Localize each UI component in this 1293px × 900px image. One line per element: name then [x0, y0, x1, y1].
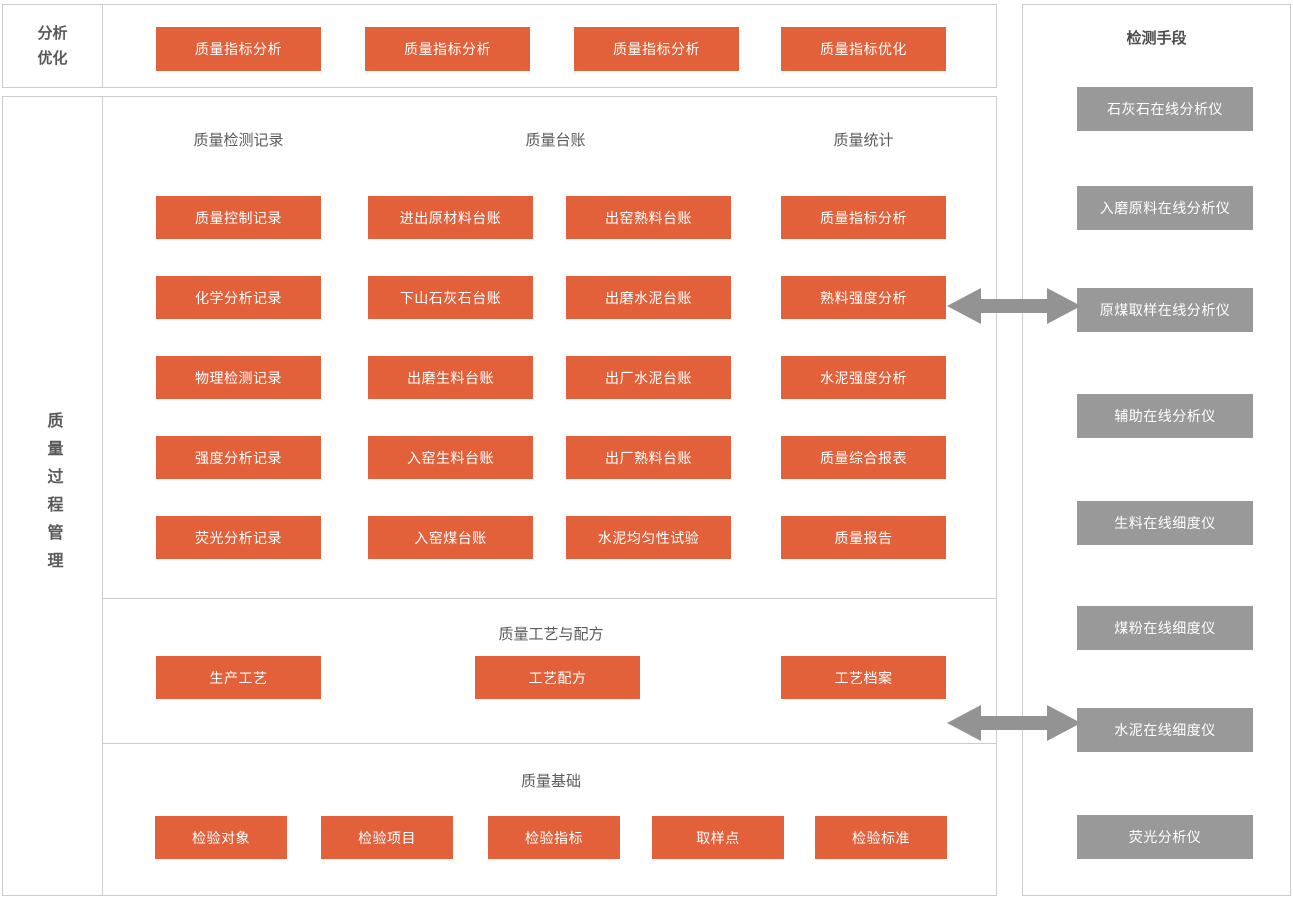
quality-process-management-label: 质量过程管理: [44, 412, 62, 580]
analysis-label-line1: 分析: [37, 25, 68, 42]
detector-box-2[interactable]: 入磨原料在线分析仪: [1077, 186, 1253, 230]
record-box-c4-r1[interactable]: 质量指标分析: [781, 196, 946, 239]
top-box-4[interactable]: 质量指标优化: [781, 27, 946, 71]
detector-box-1[interactable]: 石灰石在线分析仪: [1077, 87, 1253, 131]
top-box-1[interactable]: 质量指标分析: [156, 27, 321, 71]
detector-box-3[interactable]: 原煤取样在线分析仪: [1077, 288, 1253, 332]
record-box-c1-r5[interactable]: 荧光分析记录: [156, 516, 321, 559]
record-box-c3-r2[interactable]: 出磨水泥台账: [566, 276, 731, 319]
process-box-3[interactable]: 工艺档案: [781, 656, 946, 699]
basis-box-4[interactable]: 取样点: [652, 816, 784, 859]
record-box-c4-r3[interactable]: 水泥强度分析: [781, 356, 946, 399]
section-divider-process-basis: [102, 743, 996, 744]
record-box-c4-r2[interactable]: 熟料强度分析: [781, 276, 946, 319]
process-box-1[interactable]: 生产工艺: [156, 656, 321, 699]
record-box-c1-r2[interactable]: 化学分析记录: [156, 276, 321, 319]
basis-box-3[interactable]: 检验指标: [488, 816, 620, 859]
record-box-c4-r5[interactable]: 质量报告: [781, 516, 946, 559]
record-box-c2-r1[interactable]: 进出原材料台账: [368, 196, 533, 239]
basis-box-1[interactable]: 检验对象: [155, 816, 287, 859]
detection-methods-panel: 检测手段 石灰石在线分析仪 入磨原料在线分析仪 原煤取样在线分析仪 辅助在线分析…: [1022, 4, 1291, 896]
record-box-c2-r2[interactable]: 下山石灰石台账: [368, 276, 533, 319]
section-divider-records-process: [102, 598, 996, 599]
process-box-2[interactable]: 工艺配方: [475, 656, 640, 699]
record-box-c2-r4[interactable]: 入窑生料台账: [368, 436, 533, 479]
record-box-c1-r1[interactable]: 质量控制记录: [156, 196, 321, 239]
detector-box-7[interactable]: 水泥在线细度仪: [1077, 708, 1253, 752]
record-box-c3-r5[interactable]: 水泥均匀性试验: [566, 516, 731, 559]
caption-quality-process-formula: 质量工艺与配方: [498, 626, 604, 643]
caption-quality-inspection-records: 质量检测记录: [193, 132, 284, 149]
record-box-c2-r3[interactable]: 出磨生料台账: [368, 356, 533, 399]
analysis-label-line2: 优化: [37, 50, 68, 67]
panel-divider: [102, 97, 103, 895]
record-box-c2-r5[interactable]: 入窑煤台账: [368, 516, 533, 559]
caption-quality-ledger: 质量台账: [525, 132, 586, 149]
record-box-c1-r3[interactable]: 物理检测记录: [156, 356, 321, 399]
record-box-c3-r3[interactable]: 出厂水泥台账: [566, 356, 731, 399]
analysis-optimization-panel: 分析 优化 质量指标分析 质量指标分析 质量指标分析 质量指标优化: [2, 4, 997, 88]
double-arrow-lower-icon: [947, 705, 1081, 741]
caption-quality-basis: 质量基础: [520, 773, 581, 790]
record-box-c4-r4[interactable]: 质量综合报表: [781, 436, 946, 479]
record-box-c1-r4[interactable]: 强度分析记录: [156, 436, 321, 479]
top-box-3[interactable]: 质量指标分析: [574, 27, 739, 71]
analysis-optimization-label: 分析 优化: [3, 5, 102, 87]
double-arrow-upper-icon: [947, 288, 1081, 324]
panel-divider: [102, 5, 103, 87]
detection-methods-title: 检测手段: [1126, 30, 1187, 47]
basis-box-5[interactable]: 检验标准: [815, 816, 947, 859]
top-box-2[interactable]: 质量指标分析: [365, 27, 530, 71]
detector-box-4[interactable]: 辅助在线分析仪: [1077, 394, 1253, 438]
detector-box-5[interactable]: 生料在线细度仪: [1077, 501, 1253, 545]
detector-box-8[interactable]: 荧光分析仪: [1077, 815, 1253, 859]
quality-process-management-panel: 质量过程管理 质量检测记录 质量台账 质量统计 质量控制记录 化学分析记录 物理…: [2, 96, 997, 896]
caption-quality-statistics: 质量统计: [833, 132, 894, 149]
detector-box-6[interactable]: 煤粉在线细度仪: [1077, 606, 1253, 650]
basis-box-2[interactable]: 检验项目: [321, 816, 453, 859]
record-box-c3-r1[interactable]: 出窑熟料台账: [566, 196, 731, 239]
record-box-c3-r4[interactable]: 出厂熟料台账: [566, 436, 731, 479]
